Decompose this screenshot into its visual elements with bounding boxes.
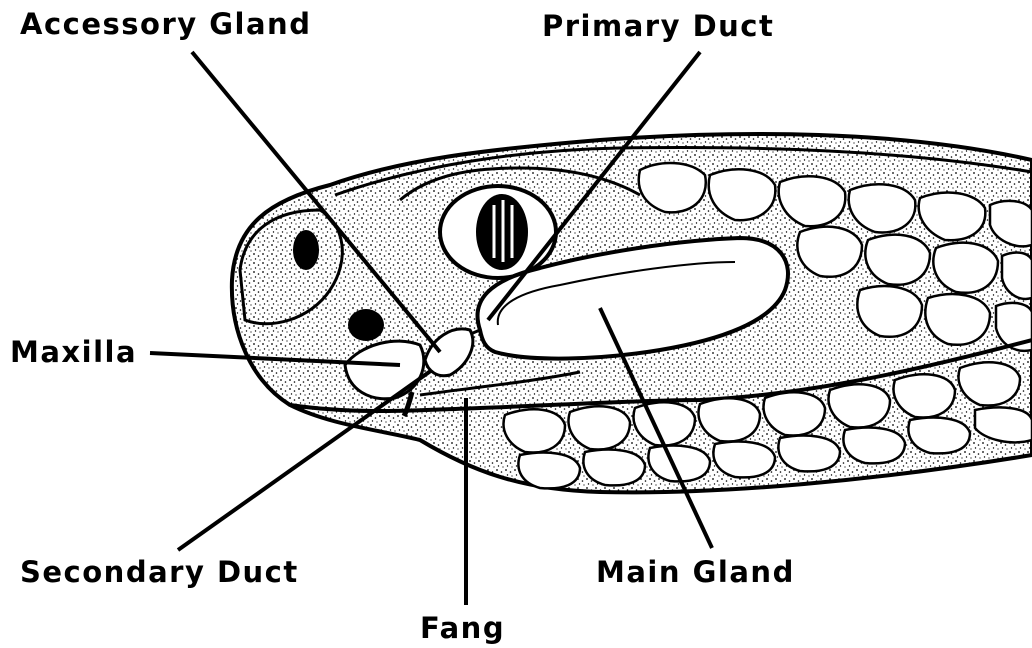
label-main-gland: Main Gland <box>596 558 795 587</box>
label-secondary-duct: Secondary Duct <box>20 558 299 587</box>
nostril <box>293 230 319 270</box>
label-maxilla: Maxilla <box>10 338 137 367</box>
label-primary-duct: Primary Duct <box>542 12 774 41</box>
pit <box>348 309 384 341</box>
label-accessory-gland: Accessory Gland <box>20 10 311 39</box>
label-fang: Fang <box>420 614 505 643</box>
